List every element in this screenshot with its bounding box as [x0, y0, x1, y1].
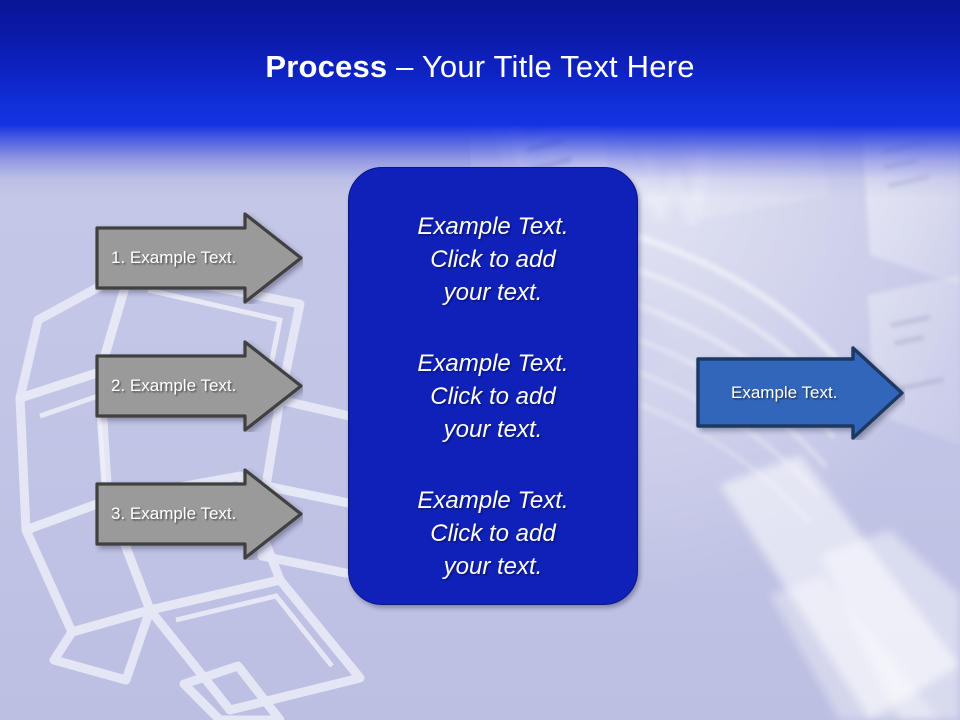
title-band — [0, 0, 960, 126]
center-content-box[interactable]: Example Text. Click to add your text. Ex… — [348, 167, 638, 605]
page-title-rest: – Your Title Text Here — [387, 49, 695, 84]
step-arrow-1[interactable]: 1. Example Text. — [95, 212, 303, 304]
center-paragraph-1: Example Text. Click to add your text. — [417, 213, 569, 306]
center-paragraph-3: Example Text. Click to add your text. — [417, 487, 569, 580]
step-arrow-3[interactable]: 3. Example Text. — [95, 468, 303, 560]
result-arrow[interactable]: Example Text. — [695, 346, 905, 440]
center-paragraph-2: Example Text. Click to add your text. — [417, 350, 569, 443]
page-title-bold: Process — [265, 49, 388, 84]
page-title: Process – Your Title Text Here — [0, 48, 960, 86]
step-arrow-2[interactable]: 2. Example Text. — [95, 340, 303, 432]
